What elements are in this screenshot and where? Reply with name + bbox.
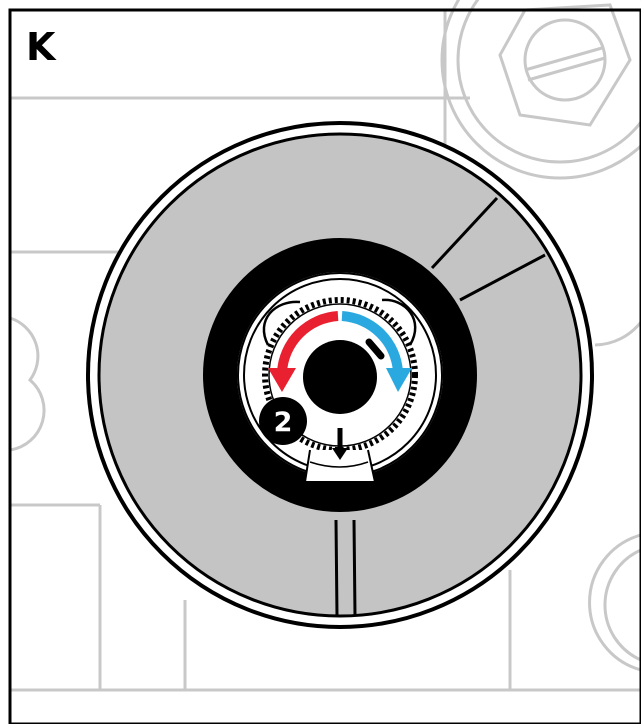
blue-clockwise-arrow-icon [341,311,412,392]
step-badge: 2 [259,397,307,445]
step-number: 2 [274,407,293,438]
magnified-valve: 2 [86,121,594,629]
panel-border [8,8,641,724]
gear-teeth [262,297,418,453]
panel-label: K [26,25,56,69]
trim-ring [203,238,477,512]
seam-lines [334,196,546,617]
valve-stem [303,340,377,414]
down-arrow-indicator-icon [332,428,348,460]
red-counterclockwise-arrow-icon [268,311,339,392]
background-outline [9,0,641,692]
